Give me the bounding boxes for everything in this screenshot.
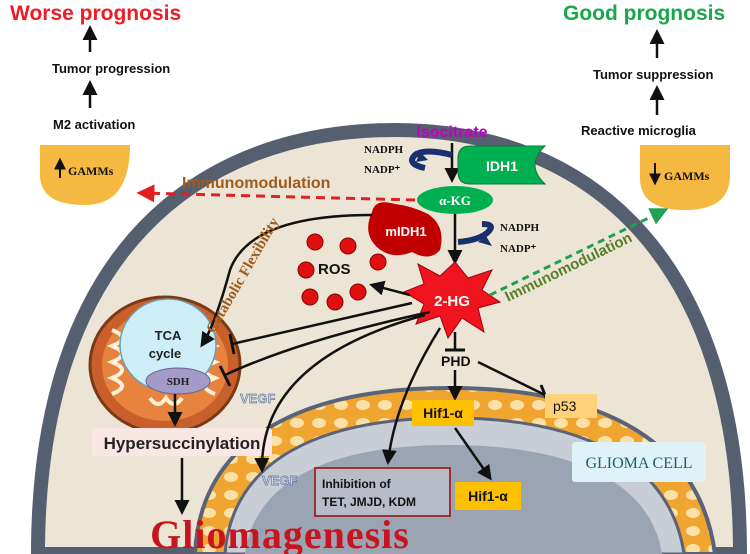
- akg-node: [417, 186, 493, 214]
- dashed-arrow-immunomodulation-left: [136, 184, 416, 203]
- arrow-2hg-to-inhibition: [381, 327, 442, 465]
- two-hg-label: 2-HG: [434, 293, 470, 310]
- gamms-right-label: GAMMs: [664, 169, 710, 183]
- gliomagenesis-label: Gliomagenesis: [150, 512, 410, 554]
- hif1-cytoplasm-label: Hif1-α: [423, 405, 463, 421]
- phd-label: PHD: [441, 353, 471, 369]
- inhibition-line2: TET, JMJD, KDM: [322, 495, 416, 509]
- hypersuccinylation-label: Hypersuccinylation: [104, 434, 261, 453]
- midh1-label: mIDH1: [385, 224, 426, 239]
- inhibition-box: [314, 467, 451, 517]
- nadp-bottom-arrowhead: [478, 236, 492, 246]
- worse-prognosis-title: Worse prognosis: [10, 2, 181, 25]
- immunomodulation-left-label: Immunomodulation: [182, 175, 330, 192]
- hypersuccinylation-box: [92, 428, 272, 456]
- inhibition-line1: Inhibition of: [322, 477, 392, 491]
- nadp-reduction-arrow-bottom: [457, 221, 494, 245]
- tumor-suppression-label: Tumor suppression: [593, 67, 713, 82]
- idh1-enzyme: [457, 145, 547, 185]
- inhibit-line-2hg-tca: [231, 301, 413, 346]
- midh1-enzyme: [368, 202, 442, 257]
- nadp-top-label: NADP⁺: [364, 164, 401, 176]
- m2-activation-label: M2 activation: [53, 117, 135, 132]
- sdh-label: SDH: [167, 376, 190, 388]
- glioma-cell-label: GLIOMA CELL: [585, 455, 692, 472]
- nadph-top-label: NADPH: [364, 144, 404, 156]
- vegf-lower-label: VEGF: [262, 473, 297, 488]
- nadp-bottom-label: NADP⁺: [500, 243, 537, 255]
- arrow-hif1-to-nucleus: [453, 427, 492, 481]
- hif1-nucleus-box: [455, 482, 521, 510]
- isocitrate-label: Isocitrate: [416, 124, 487, 141]
- tca-label-line2: cycle: [149, 346, 182, 361]
- tumor-progression-label: Tumor progression: [52, 61, 170, 76]
- hif1-nucleus-label: Hif1-α: [468, 488, 508, 504]
- glioma-cell-label-box: [572, 442, 706, 482]
- arrow-akg-to-tca: [200, 213, 373, 348]
- arrow-2hg-to-vegf: [254, 313, 426, 473]
- reactive-microglia-label: Reactive microglia: [581, 123, 697, 138]
- ros-label: ROS: [318, 261, 351, 278]
- arrow-2hg-to-ros: [369, 280, 411, 297]
- nadp-top-arrowhead: [416, 152, 428, 162]
- inhibit-bar-tca: [228, 333, 236, 355]
- inhibit-bar-sdh: [218, 365, 232, 387]
- tca-label-line1: TCA: [155, 328, 182, 343]
- two-hg-burst: [402, 261, 502, 340]
- nadph-bottom-label: NADPH: [500, 222, 540, 234]
- good-prognosis-title: Good prognosis: [563, 2, 725, 25]
- gamms-left-label: GAMMs: [68, 164, 114, 178]
- akg-label: α-KG: [439, 193, 471, 208]
- hif1-cytoplasm-box: [412, 400, 474, 426]
- nadp-reduction-arrow-top: [409, 148, 453, 171]
- idh1-label: IDH1: [486, 158, 518, 174]
- p53-box: [545, 394, 597, 418]
- gamms-cell-right: [640, 145, 730, 210]
- inhibit-line-2hg-sdh: [224, 310, 431, 377]
- dashed-arrow-immunomodulation-right: [489, 208, 669, 297]
- p53-label: p53: [553, 398, 577, 414]
- inhibit-line-phd-p53: [477, 360, 546, 397]
- sdh-enzyme: [145, 367, 211, 395]
- ros-cluster: [297, 233, 387, 311]
- vegf-upper-label: VEGF: [240, 391, 275, 406]
